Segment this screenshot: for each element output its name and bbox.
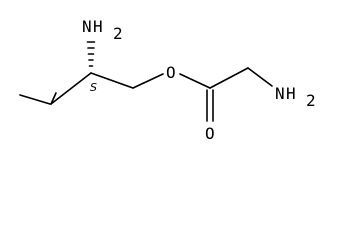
- bond-ester-oxygen-to-carbonyl: [179, 73, 211, 89]
- amine-right-element: N: [275, 84, 285, 103]
- atom-label-carbonyl-oxygen: O: [205, 124, 215, 143]
- atom-label-amine-right: N H 2: [275, 84, 316, 110]
- amine-top-element: N: [82, 17, 92, 36]
- atom-label-ester-oxygen: O: [166, 63, 176, 82]
- amine-top-hydrogen: H: [93, 17, 103, 36]
- bond-stereocenter-to-ch2: [90, 72, 134, 89]
- amine-right-count: 2: [306, 91, 316, 110]
- amine-top-count: 2: [113, 24, 123, 43]
- bond-ch2-to-ester-oxygen: [132, 73, 164, 89]
- bond-ch2-to-amine: [247, 67, 273, 87]
- amine-right-hydrogen: H: [286, 84, 296, 103]
- stereo-descriptor-label: S: [90, 81, 97, 94]
- molecule-drawing: N H 2 S O O N H 2: [19, 17, 316, 143]
- bond-methyl-left: [19, 94, 51, 105]
- bond-carbonyl-to-ch2: [209, 67, 249, 89]
- hashed-wedge-bond: [86, 41, 96, 67]
- structure-diagram: N H 2 S O O N H 2: [19, 17, 316, 143]
- atom-label-amine-top: N H 2: [82, 17, 123, 43]
- bond-isopropyl-to-stereocenter: [50, 72, 92, 105]
- bond-methyl-up: [50, 92, 57, 105]
